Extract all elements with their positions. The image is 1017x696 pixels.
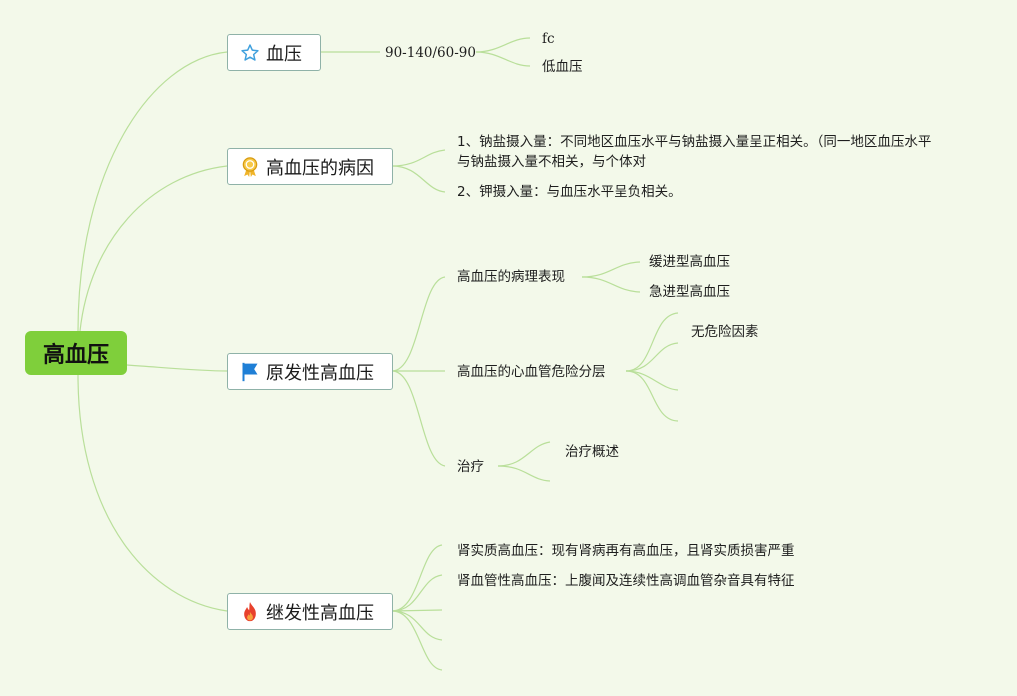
root-topic[interactable]: 高血压 (25, 331, 127, 375)
star-icon (241, 43, 259, 61)
link-risk-2 (625, 342, 679, 372)
subtopic-renovascular[interactable]: 肾血管性高血压：上腹闻及连续性高调血管杂音具有特征 (457, 573, 795, 589)
topic-label: 血压 (266, 43, 302, 65)
link-risk-1 (625, 312, 679, 372)
subtopic-potassium[interactable]: 2、钾摄入量：与血压水平呈负相关。 (457, 184, 682, 200)
blue-flag-icon (242, 362, 258, 381)
topic-label: 继发性高血压 (266, 602, 374, 624)
link-treat-1 (497, 441, 551, 467)
link-topic4-2 (391, 574, 443, 612)
link-root-topic-4 (77, 374, 228, 612)
link-bp-fc (475, 37, 531, 53)
link-topic3-patho (391, 276, 446, 372)
award-ribbon-icon (242, 156, 258, 177)
subtopic-slow-type[interactable]: 缓进型高血压 (649, 254, 730, 270)
subtopic-renal-parenchymal[interactable]: 肾实质高血压：现有肾病再有高血压，且肾实质损害严重 (457, 543, 795, 559)
topic-label: 高血压的病因 (266, 157, 374, 179)
subtopic-no-risk[interactable]: 无危险因素 (691, 324, 759, 340)
link-topic4-5 (391, 610, 443, 671)
subtopic-bp-range[interactable]: 90-140/60-90 (385, 45, 476, 61)
link-risk-4 (625, 370, 679, 422)
link-patho-slow (581, 261, 641, 278)
link-topic4-1 (391, 544, 443, 612)
subtopic-treatment[interactable]: 治疗 (457, 459, 484, 475)
link-topic3-treat (391, 370, 446, 467)
subtopic-low-bp[interactable]: 低血压 (542, 59, 583, 75)
link-root-topic-3 (126, 364, 228, 372)
link-treat-2 (497, 465, 551, 482)
topic-label: 原发性高血压 (266, 362, 374, 384)
subtopic-pathology[interactable]: 高血压的病理表现 (457, 269, 565, 285)
link-bp-low (475, 51, 531, 67)
link-root-topic-2 (79, 165, 228, 332)
link-patho-fast (581, 276, 641, 293)
link-topic2-cause1 (391, 149, 446, 167)
fire-icon (244, 601, 256, 621)
topic-primary-hypertension[interactable]: 原发性高血压 (227, 353, 393, 390)
subtopic-treatment-overview[interactable]: 治疗概述 (565, 444, 619, 460)
link-root-topic-1 (77, 51, 228, 332)
link-topic4-3 (391, 609, 443, 612)
subtopic-fast-type[interactable]: 急进型高血压 (649, 284, 730, 300)
topic-causes[interactable]: 高血压的病因 (227, 148, 393, 185)
link-topic2-cause2 (391, 165, 446, 193)
subtopic-risk-strat[interactable]: 高血压的心血管危险分层 (457, 364, 606, 380)
subtopic-sodium-line2[interactable]: 与钠盐摄入量不相关，与个体对 (457, 154, 646, 170)
link-risk-3 (625, 370, 679, 391)
topic-blood-pressure[interactable]: 血压 (227, 34, 321, 71)
topic-secondary-hypertension[interactable]: 继发性高血压 (227, 593, 393, 630)
subtopic-sodium-line1[interactable]: 1、钠盐摄入量：不同地区血压水平与钠盐摄入量呈正相关。（同一地区血压水平 (457, 134, 932, 150)
subtopic-fc[interactable]: fc (542, 31, 555, 47)
